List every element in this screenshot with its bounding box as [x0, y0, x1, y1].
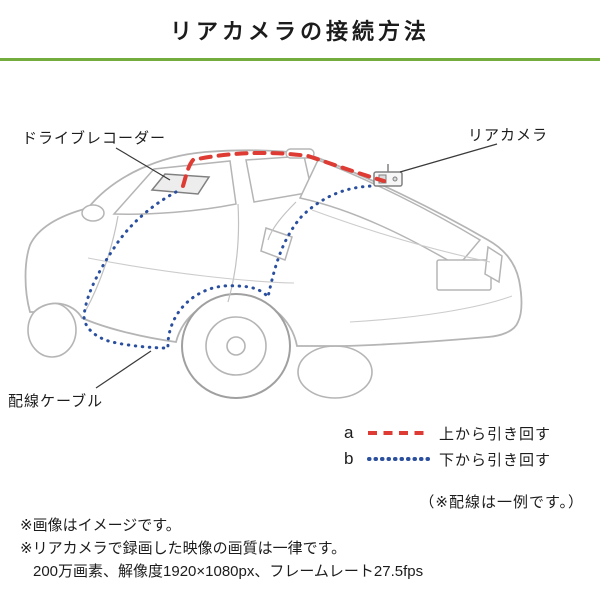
far-rear-wheel — [297, 345, 373, 399]
footnote-image-disclaimer: ※画像はイメージです。 — [20, 517, 181, 534]
label-drive-recorder: ドライブレコーダー — [22, 130, 167, 147]
footnotes: ※画像はイメージです。 ※リアカメラで録画した映像の画質は一律です。 200万画… — [20, 514, 423, 583]
legend-key-b: b — [344, 449, 354, 468]
rear-wheel-rim — [205, 316, 267, 376]
page-title: リアカメラの接続方法 — [169, 19, 430, 44]
legend-note: （※配線は一例です。） — [419, 494, 584, 511]
car-illustration — [24, 143, 523, 399]
side-crease — [87, 257, 295, 284]
legend-line-a-dashed — [368, 431, 428, 435]
hatch-edge — [267, 201, 297, 241]
side-mirror — [81, 204, 105, 222]
legend: a 上から引き回す b 下から引き回す — [344, 420, 551, 472]
hatch-contour — [311, 209, 491, 263]
route-b-dotted-line — [82, 184, 378, 350]
camera-leader-line — [399, 143, 498, 173]
license-plate — [436, 259, 492, 291]
rear-wheel-tire — [181, 293, 291, 399]
footnote-quality: ※リアカメラで録画した映像の画質は一律です。 — [20, 540, 347, 557]
legend-row-b: b 下から引き回す — [344, 446, 551, 472]
label-rear-camera: リアカメラ — [468, 127, 549, 144]
footnote-specs: 200万画素、解像度1920×1080px、フレームレート27.5fps — [33, 563, 424, 580]
legend-key-a: a — [344, 423, 354, 442]
label-cable: 配線ケーブル — [8, 393, 104, 410]
legend-line-b-dotted — [367, 457, 430, 461]
front-door-seam — [85, 215, 119, 311]
legend-label-a: 上から引き回す — [439, 425, 552, 443]
drive-recorder-device — [150, 173, 211, 195]
bumper-crease — [349, 295, 513, 323]
legend-row-a: a 上から引き回す — [344, 420, 551, 446]
green-divider — [0, 58, 600, 61]
rear-wheel-hub — [226, 336, 246, 356]
legend-label-b: 下から引き回す — [439, 451, 552, 469]
left-taillight — [260, 227, 293, 261]
rear-camera-led — [392, 176, 398, 182]
right-taillight — [484, 245, 503, 284]
cable-leader-line — [95, 350, 152, 389]
recorder-leader-line — [115, 147, 171, 181]
route-a-dashed-line — [181, 150, 386, 188]
b-pillar-seam — [227, 203, 240, 303]
